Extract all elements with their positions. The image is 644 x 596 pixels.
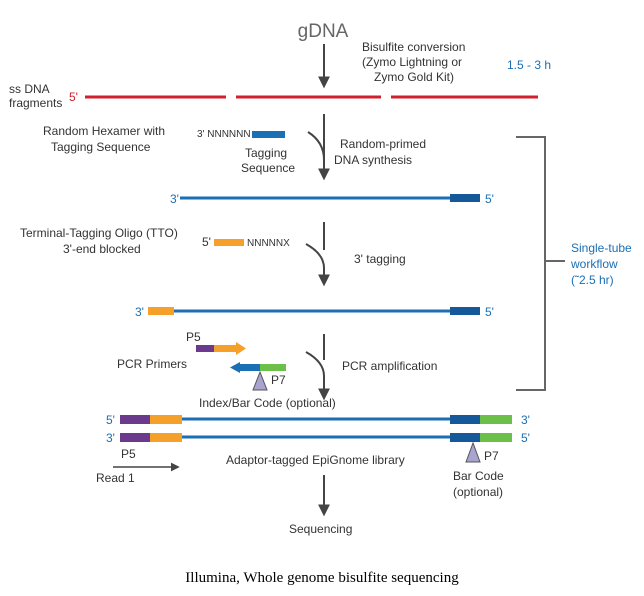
caption: Illumina, Whole genome bisulfite sequenc… (185, 570, 459, 586)
tagging-label1: Tagging (245, 146, 287, 160)
pcr-primer-p7-green (260, 364, 286, 371)
bisulfite-time: 1.5 - 3 h (507, 58, 551, 72)
tto-line2: 3'-end blocked (63, 242, 141, 256)
workflow-line1: Single-tube (571, 241, 632, 255)
strand2-3prime: 3' (135, 305, 144, 319)
hexamer-line1: Random Hexamer with (43, 124, 165, 138)
workflow-bracket (516, 136, 546, 391)
tto-seq: NNNNNX (247, 238, 290, 249)
ssdna-line1: ss DNA (9, 82, 50, 96)
library-bot-orange (150, 433, 182, 442)
bisulfite-line1: Bisulfite conversion (362, 40, 465, 54)
random-primed-line2: DNA synthesis (334, 153, 412, 167)
gdna-title: gDNA (298, 21, 349, 42)
workflow-line3: (˜2.5 hr) (571, 273, 614, 287)
library-top-orange (150, 415, 182, 424)
read1-label: Read 1 (96, 471, 135, 485)
sequencing-label: Sequencing (289, 522, 352, 536)
strand1-tag (450, 194, 480, 202)
library-bot-tag (450, 433, 480, 442)
library-bot-purple (120, 433, 150, 442)
tagging-label2: Sequence (241, 161, 295, 175)
library-top-tag (450, 415, 480, 424)
bisulfite-line3: Zymo Gold Kit) (374, 70, 454, 84)
pcr-p5-label: P5 (186, 330, 201, 344)
library-bot-5prime: 5' (521, 431, 530, 445)
triangle-marker-icon (465, 441, 481, 463)
hexamer-line2: Tagging Sequence (51, 140, 151, 154)
tto-block (214, 239, 244, 246)
pcr-p7-label: P7 (271, 373, 286, 387)
curved-arrow-icon (307, 131, 330, 181)
random-primed-line1: Random-primed (340, 137, 426, 151)
ssdna-5prime: 5' (69, 90, 78, 104)
tagging-sequence-block (252, 131, 285, 138)
library-bot-3prime: 3' (106, 431, 115, 445)
tto-line1: Terminal-Tagging Oligo (TTO) (20, 226, 178, 240)
pcr-index-label: Index/Bar Code (optional) (199, 396, 336, 410)
bisulfite-line2: (Zymo Lightning or (362, 55, 462, 69)
library-top-3prime: 3' (521, 413, 530, 427)
strand1-5prime: 5' (485, 192, 494, 206)
curved-arrow-icon (305, 351, 330, 401)
hexamer-seq: 3' NNNNNN (197, 129, 251, 140)
library-p5-label: P5 (121, 447, 136, 461)
pcr-amplification-label: PCR amplification (342, 359, 437, 373)
primer-arrow-icon (236, 342, 246, 355)
barcode-line1: Bar Code (453, 469, 504, 483)
library-top-5prime: 5' (106, 413, 115, 427)
ssdna-line2: fragments (9, 96, 62, 110)
library-top-purple (120, 415, 150, 424)
library-p7-label: P7 (484, 449, 499, 463)
library-bot-green (480, 433, 512, 442)
curved-arrow-icon (305, 243, 330, 287)
tto-5prime: 5' (202, 235, 211, 249)
pcr-primer-p7-blue (240, 364, 260, 371)
pcr-primers-label: PCR Primers (117, 357, 187, 371)
pcr-primer-p5-orange (214, 345, 236, 352)
barcode-line2: (optional) (453, 485, 503, 499)
tagging3-label: 3' tagging (354, 252, 406, 266)
library-top-green (480, 415, 512, 424)
triangle-marker-icon (252, 370, 268, 391)
strand2-orange (148, 307, 174, 315)
library-label: Adaptor-tagged EpiGnome library (226, 453, 405, 467)
strand2-tag (450, 307, 480, 315)
workflow-line2: workflow (570, 257, 618, 271)
primer-arrow-icon (230, 362, 240, 373)
strand1-3prime: 3' (170, 192, 179, 206)
strand2-5prime: 5' (485, 305, 494, 319)
pcr-primer-p5-purple (196, 345, 214, 352)
